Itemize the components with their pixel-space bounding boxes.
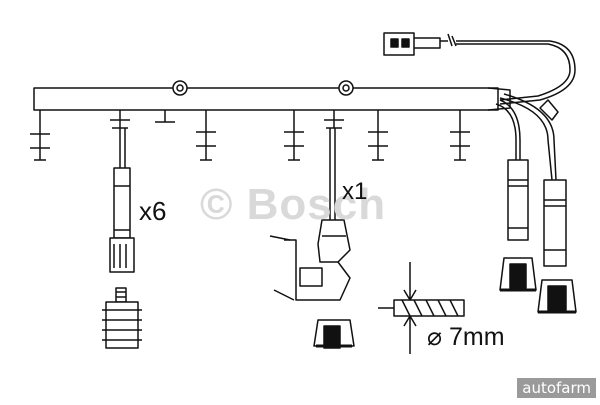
cable-clips	[30, 110, 470, 161]
coil-leads-right	[495, 93, 567, 267]
watermark-text: © Bosch	[200, 180, 387, 229]
distributor-bar	[33, 80, 511, 111]
plug-lead-x1	[269, 128, 351, 301]
quantity-label-x6: x6	[139, 196, 167, 226]
diameter-label: ⌀ 7mm	[427, 323, 505, 351]
cable-cross-section	[378, 262, 465, 354]
spark-plug-boot	[102, 287, 142, 349]
plug-lead-x6	[109, 128, 135, 273]
coil-cap-left	[313, 319, 355, 349]
top-connector	[383, 32, 576, 105]
coil-cap-right-1	[499, 257, 537, 292]
quantity-label-x1: x1	[342, 178, 368, 205]
site-badge: autofarm	[517, 378, 596, 398]
coil-cap-right-2	[537, 279, 577, 314]
